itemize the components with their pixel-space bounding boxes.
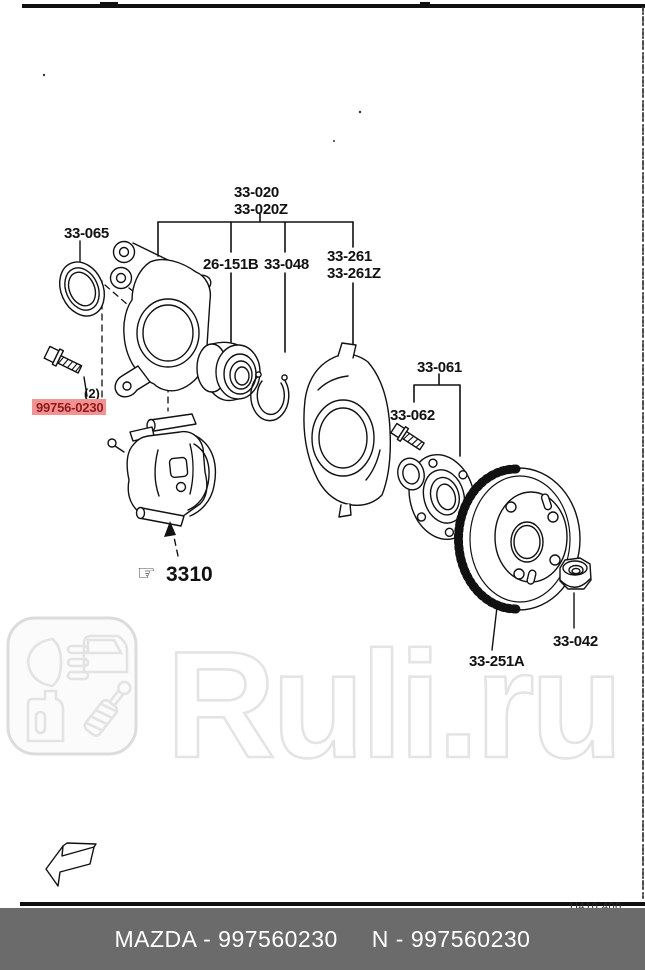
car-door-icon [82, 634, 129, 674]
watermark-site-text: Ruli.ru [166, 620, 619, 790]
hub-group-bracket [413, 373, 461, 457]
oil-seal-drawing [58, 261, 106, 317]
bolt-drawing [43, 345, 83, 374]
rotor-leader [491, 606, 498, 651]
label-hub-group: 33-061 [417, 359, 462, 376]
label-dust-shield-1: 33-261 [327, 248, 372, 265]
label-dust-shield-2: 33-261Z [327, 265, 381, 282]
brake-caliper-drawing [107, 413, 217, 527]
snap-ring-drawing [250, 371, 290, 422]
bottom-border-line [20, 902, 645, 906]
selected-part-callout[interactable]: (2) 99756-0230 [32, 386, 106, 415]
footer-ref-part: N - 997560230 [371, 925, 531, 952]
selected-part-highlight [32, 399, 106, 415]
ruli-logo-icons [26, 634, 132, 743]
scan-speckles [42, 73, 362, 142]
knuckle-group-bracket [157, 213, 354, 357]
label-brake-rotor: 33-251A [469, 653, 525, 670]
wheel-stud-drawing [390, 422, 425, 451]
steering-knuckle-drawing [109, 240, 212, 398]
brake-rotor-drawing [454, 464, 581, 614]
label-knuckle-group-1: 33-020 [234, 184, 279, 201]
hub-nut-drawing [559, 557, 592, 590]
oil-can-icon [26, 689, 65, 743]
fwd-arrow [45, 842, 97, 887]
wheel-bearing-drawing [196, 341, 261, 402]
dust-shield-drawing [303, 342, 391, 518]
top-border-line [22, 2, 645, 8]
bolt-leader [83, 376, 88, 397]
caliper-arrow [164, 521, 179, 557]
shock-absorber-icon [83, 680, 132, 737]
pointing-hand-icon: ☞ [137, 562, 156, 585]
label-snap-ring: 33-048 [264, 256, 309, 273]
footer-part-number-bar: MAZDA - 997560230 N - 997560230 [0, 908, 645, 970]
label-knuckle-group-2: 33-020Z [234, 201, 288, 218]
label-wheel-stud: 33-062 [390, 407, 435, 424]
footer-brand-part: MAZDA - 997560230 [114, 925, 338, 952]
label-brake-caliper: 3310 [166, 563, 213, 586]
label-oil-seal: 33-065 [64, 225, 109, 242]
selected-part-quantity: (2) [84, 386, 100, 401]
selected-part-number: 99756-0230 [36, 400, 103, 415]
label-hub-nut: 33-042 [553, 633, 598, 650]
label-wheel-bearing: 26-151B [203, 256, 259, 273]
